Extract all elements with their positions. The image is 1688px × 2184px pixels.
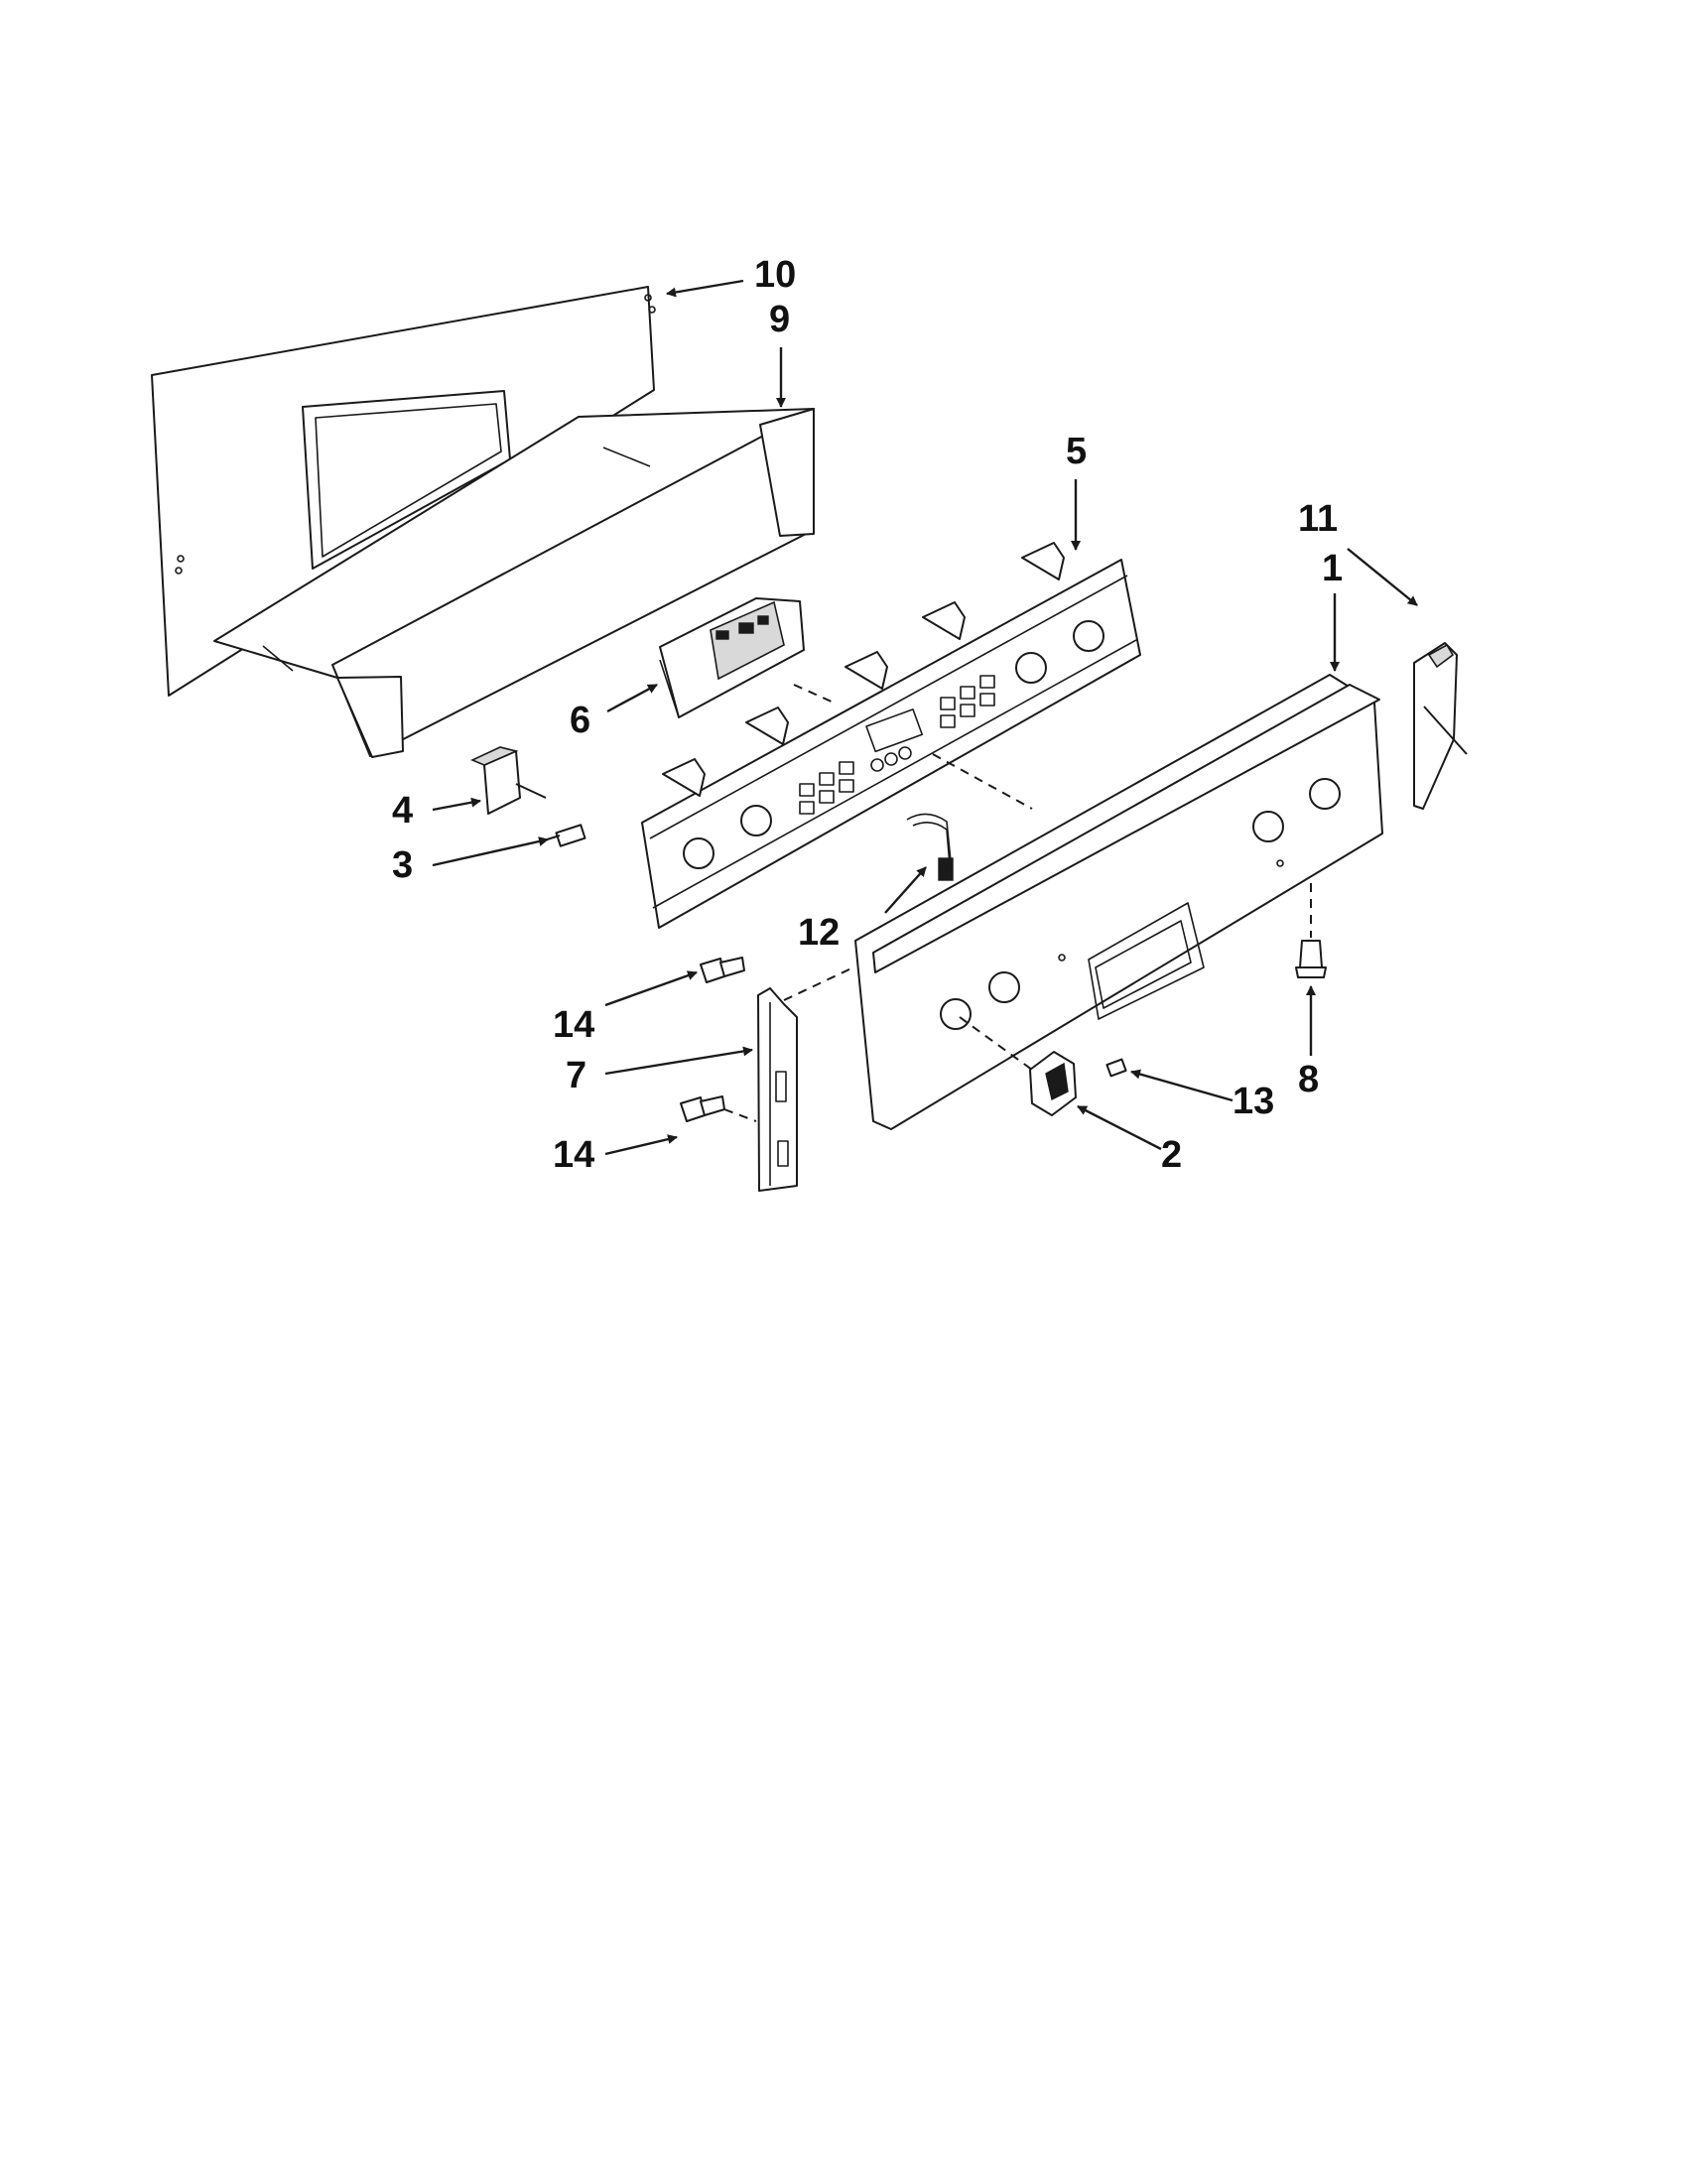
keypad-left — [799, 761, 854, 815]
callout-2: 2 — [1161, 1134, 1182, 1176]
callout-10: 10 — [754, 254, 796, 296]
callout-12: 12 — [798, 912, 840, 954]
callout-4: 4 — [392, 790, 413, 832]
callout-5: 5 — [1066, 431, 1087, 472]
callout-1: 1 — [1322, 548, 1343, 589]
console-front-panel — [854, 674, 1383, 1130]
callout-leaders — [432, 279, 1418, 1156]
callout-11: 11 — [1298, 498, 1338, 540]
callout-9: 9 — [769, 299, 790, 340]
screw-14-lower — [680, 1095, 757, 1122]
screw-14-upper — [700, 957, 745, 983]
callout-8: 8 — [1298, 1059, 1319, 1100]
end-bracket-left — [757, 966, 854, 1192]
rear-trim-channel — [213, 408, 815, 758]
control-panel-backing-plate — [641, 542, 1141, 929]
switch — [470, 746, 547, 815]
rear-shield-panel — [151, 286, 656, 697]
callout-14-upper: 14 — [553, 1004, 594, 1046]
control-knob — [959, 1016, 1077, 1116]
callout-13: 13 — [1233, 1081, 1274, 1122]
end-bracket-right — [1413, 642, 1468, 810]
callout-7: 7 — [566, 1055, 586, 1096]
callout-3: 3 — [392, 844, 413, 886]
wire-harness — [906, 813, 954, 881]
electronic-control-board — [659, 597, 805, 718]
callout-14-lower: 14 — [553, 1134, 594, 1176]
callout-labels: 10 9 5 11 1 6 4 3 12 14 7 14 13 8 2 — [392, 254, 1343, 1176]
screw-3 — [540, 824, 586, 847]
callout-6: 6 — [570, 700, 590, 741]
screw-13 — [1105, 1058, 1127, 1078]
keypad-right — [940, 675, 995, 728]
screw-8 — [1295, 883, 1327, 978]
